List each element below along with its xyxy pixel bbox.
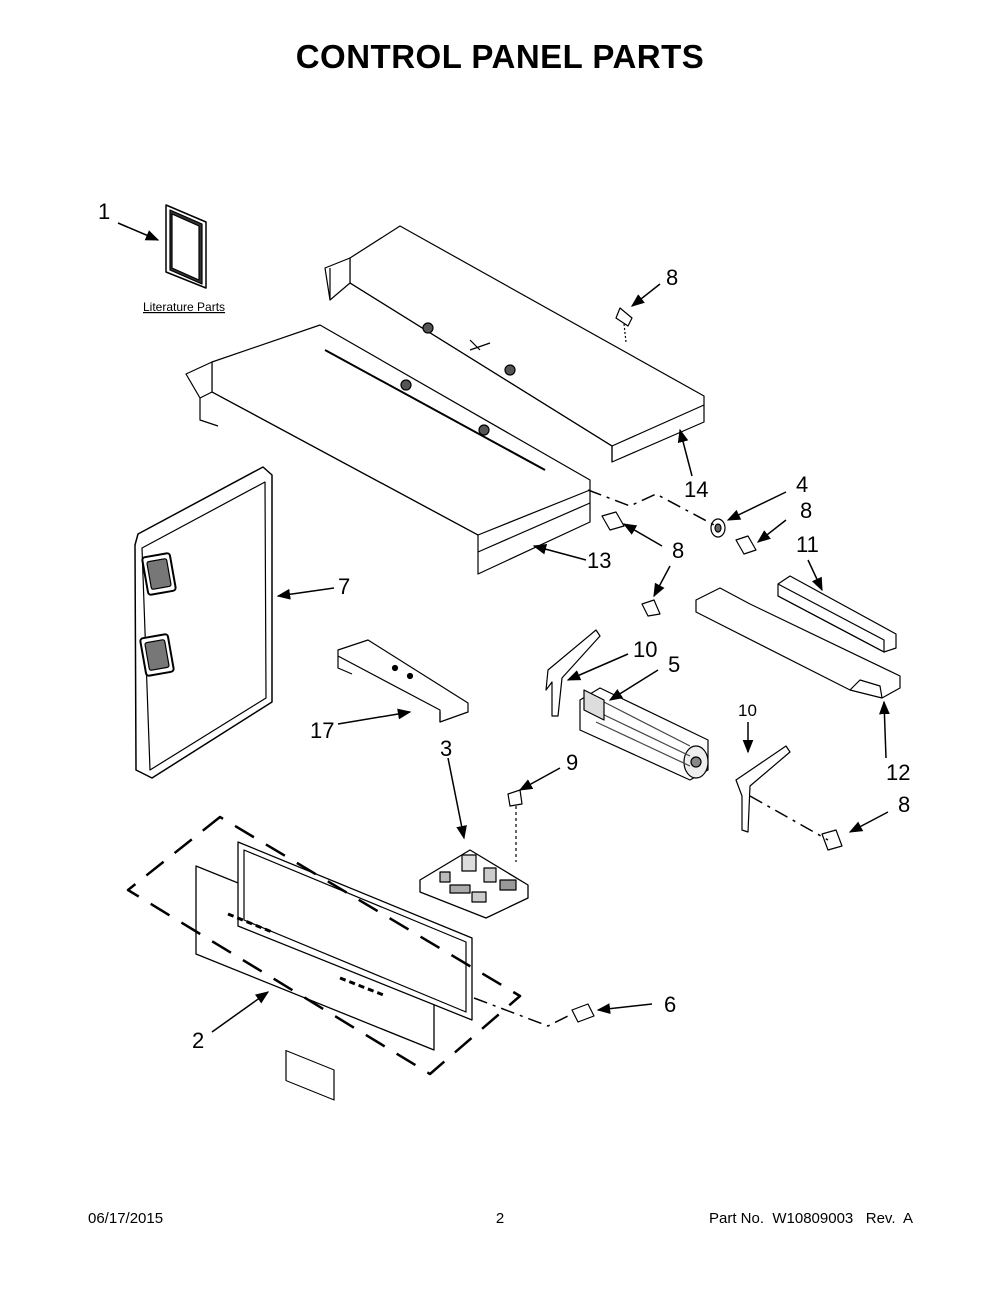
- callout-8-lower: 8: [898, 792, 910, 817]
- fan-bracket-right-part: [735, 745, 791, 833]
- literature-booklet: [165, 204, 207, 289]
- side-panel-part: [134, 466, 273, 779]
- mounting-plate-part: [695, 587, 901, 699]
- callout-1: 1: [98, 199, 110, 224]
- callout-8-right: 8: [800, 498, 812, 523]
- screw-8-top: [615, 307, 633, 343]
- washer-4: [710, 518, 726, 538]
- front-console-part: [195, 841, 473, 1101]
- footer-date: 06/17/2015: [88, 1210, 164, 1227]
- callout-7: 7: [338, 574, 350, 599]
- control-board-part: [419, 849, 529, 919]
- callout-4: 4: [796, 472, 808, 497]
- callout-3: 3: [440, 736, 452, 761]
- callout-12: 12: [886, 760, 910, 785]
- callout-13: 13: [587, 548, 611, 573]
- callout-10-right: 10: [738, 701, 757, 720]
- callout-14: 14: [684, 477, 708, 502]
- leader-arrows: [117, 222, 890, 1033]
- upper-panel-cover-part: [324, 225, 705, 463]
- callout-17: 17: [310, 718, 334, 743]
- screw-6: [571, 1003, 595, 1023]
- fan-bracket-left-part: [545, 629, 601, 717]
- screw-8-lower: [821, 829, 843, 851]
- callout-10-left: 10: [633, 637, 657, 662]
- alignment-lines: [473, 489, 829, 1027]
- foam-strip-part: [777, 575, 897, 653]
- screw-8-bracket: [641, 599, 661, 617]
- callout-2: 2: [192, 1028, 204, 1053]
- bracket-17-part: [337, 639, 469, 723]
- footer-part-number: Part No. W10809003 Rev. A: [709, 1210, 913, 1227]
- callout-9: 9: [566, 750, 578, 775]
- screw-9: [507, 789, 523, 862]
- lower-panel-tray-part: [185, 324, 591, 575]
- console-dashed-outline: [126, 815, 522, 1076]
- literature-parts-label: Literature Parts: [143, 300, 225, 314]
- callout-6: 6: [664, 992, 676, 1017]
- footer-page-number: 2: [495, 1210, 505, 1227]
- page-title: CONTROL PANEL PARTS: [295, 38, 705, 75]
- cooling-fan-part: [579, 687, 709, 781]
- screw-8-mid-left: [601, 511, 625, 531]
- callout-11: 11: [796, 532, 819, 557]
- callout-8-top: 8: [666, 265, 678, 290]
- callout-8-mid: 8: [672, 538, 684, 563]
- screw-8-mid-right: [735, 535, 757, 555]
- callout-5: 5: [668, 652, 680, 677]
